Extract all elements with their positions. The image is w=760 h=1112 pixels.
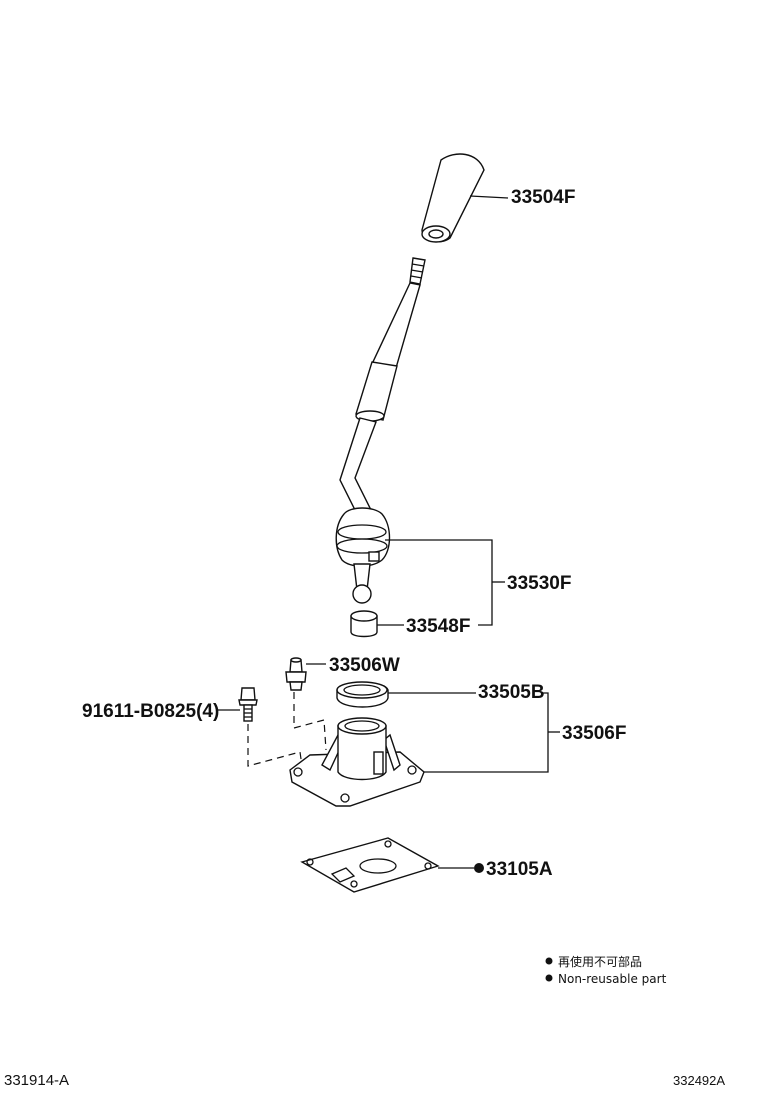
footer-illustration-code: 331914-A — [4, 1072, 69, 1089]
lever-bushing-drawing — [350, 610, 404, 638]
part-label-lever-bushing: 33548F — [406, 616, 470, 637]
bolt-drawing — [218, 687, 303, 767]
non-reusable-marker-gasket — [474, 863, 484, 873]
part-label-bolt: 91611-B0825(4) — [82, 701, 219, 722]
legend-text-japanese: 再使用不可部品 — [558, 954, 642, 969]
part-label-breather-plug: 33506W — [329, 655, 400, 676]
legend-bullet-japanese — [545, 957, 553, 965]
legend-bullet-english — [545, 974, 553, 982]
shift-lever-drawing — [335, 257, 505, 626]
dust-boot-seal-drawing — [336, 681, 476, 708]
legend: 再使用不可部品 Non-reusable part — [545, 954, 667, 986]
gasket-drawing — [300, 837, 474, 893]
part-label-gasket: 33105A — [486, 859, 553, 880]
footer-figure-code: 332492A — [673, 1073, 725, 1088]
shift-knob-drawing — [421, 153, 509, 243]
lever-retainer-drawing — [289, 692, 560, 807]
part-label-shift-lever: 33530F — [507, 573, 571, 594]
legend-text-english: Non-reusable part — [558, 972, 667, 986]
breather-plug-drawing — [285, 657, 327, 751]
part-label-shift-knob: 33504F — [511, 187, 575, 208]
part-label-lever-retainer: 33506F — [562, 723, 626, 744]
part-label-dust-boot-seal: 33505B — [478, 682, 545, 703]
